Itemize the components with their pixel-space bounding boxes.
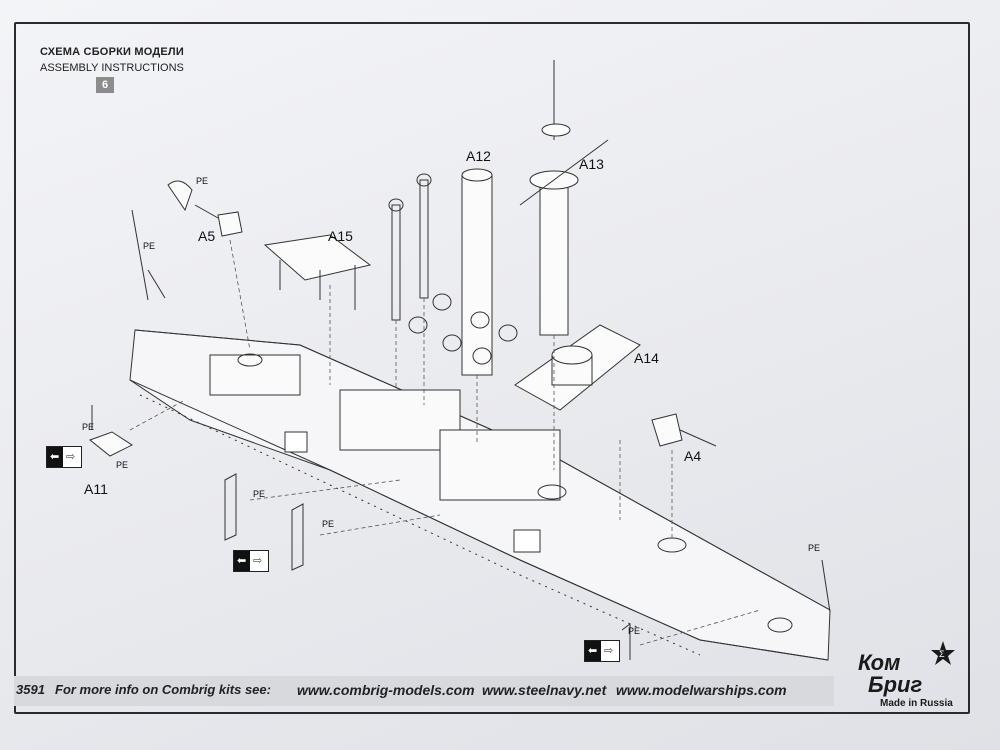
orientation-box: ⬅ ⇨ — [233, 550, 269, 572]
orientation-box: ⬅ ⇨ — [584, 640, 620, 662]
turret-ring-aft — [237, 353, 263, 367]
right-arrow-icon: ⇨ — [604, 645, 614, 657]
label-a11: A11 — [84, 481, 108, 497]
logo-tagline: Made in Russia — [880, 698, 953, 709]
star-label: Σ — [939, 649, 945, 659]
hawse — [767, 617, 793, 633]
label-a4: A4 — [684, 448, 702, 464]
pe-label: PE — [196, 176, 209, 186]
mast-a13 — [539, 179, 569, 336]
footer-info: For more info on Combrig kits see: — [55, 682, 271, 697]
turret-ring-fwd — [537, 484, 567, 500]
logo-line1: Ком — [858, 650, 901, 675]
label-a15: A15 — [328, 228, 353, 244]
bridge-a14 — [514, 324, 641, 411]
kit-number: 3591 — [16, 682, 45, 697]
sheet-frame — [14, 22, 970, 714]
pe-label: PE — [116, 460, 129, 470]
url-steelnavy[interactable]: www.steelnavy.net — [482, 682, 607, 698]
sponson-fwd — [513, 529, 541, 553]
right-arrow-icon: ⇨ — [253, 555, 263, 567]
step-number-badge: 6 — [96, 77, 114, 93]
pe-label: PE — [143, 241, 156, 251]
deckhouse-aft — [209, 354, 301, 396]
title-russian: СХЕМА СБОРКИ МОДЕЛИ — [40, 46, 184, 58]
hull-waterline — [139, 394, 701, 656]
label-a12: A12 — [466, 148, 491, 164]
logo-line2: Бриг — [868, 672, 923, 697]
title-english: ASSEMBLY INSTRUCTIONS — [40, 62, 184, 74]
left-arrow-icon: ⬅ — [50, 451, 60, 463]
deckhouse-fwd — [439, 429, 561, 501]
funnel-a12 — [461, 174, 493, 376]
url-combrig[interactable]: www.combrig-models.com — [297, 682, 475, 698]
gun-a4 — [651, 413, 683, 447]
label-a14: A14 — [634, 350, 659, 366]
gun-a5 — [217, 211, 243, 237]
sponson-aft — [284, 431, 308, 453]
left-arrow-icon: ⬅ — [237, 555, 247, 567]
label-a13: A13 — [579, 156, 604, 172]
hull-sheer — [129, 379, 829, 661]
pe-label: PE — [82, 422, 95, 432]
platform-a15 — [263, 234, 372, 281]
ladder-a11 — [88, 431, 134, 457]
label-a5: A5 — [198, 228, 216, 244]
star-icon: Σ — [931, 641, 955, 665]
pe-label: PE — [322, 519, 335, 529]
pe-label: PE — [253, 489, 266, 499]
right-arrow-icon: ⇨ — [66, 451, 76, 463]
footer-bar — [14, 676, 834, 706]
pe-label: PE — [808, 543, 821, 553]
url-modelwarships[interactable]: www.modelwarships.com — [616, 682, 787, 698]
left-arrow-icon: ⬅ — [588, 645, 598, 657]
orientation-box: ⬅ ⇨ — [46, 446, 82, 468]
pe-label: PE — [628, 626, 641, 636]
